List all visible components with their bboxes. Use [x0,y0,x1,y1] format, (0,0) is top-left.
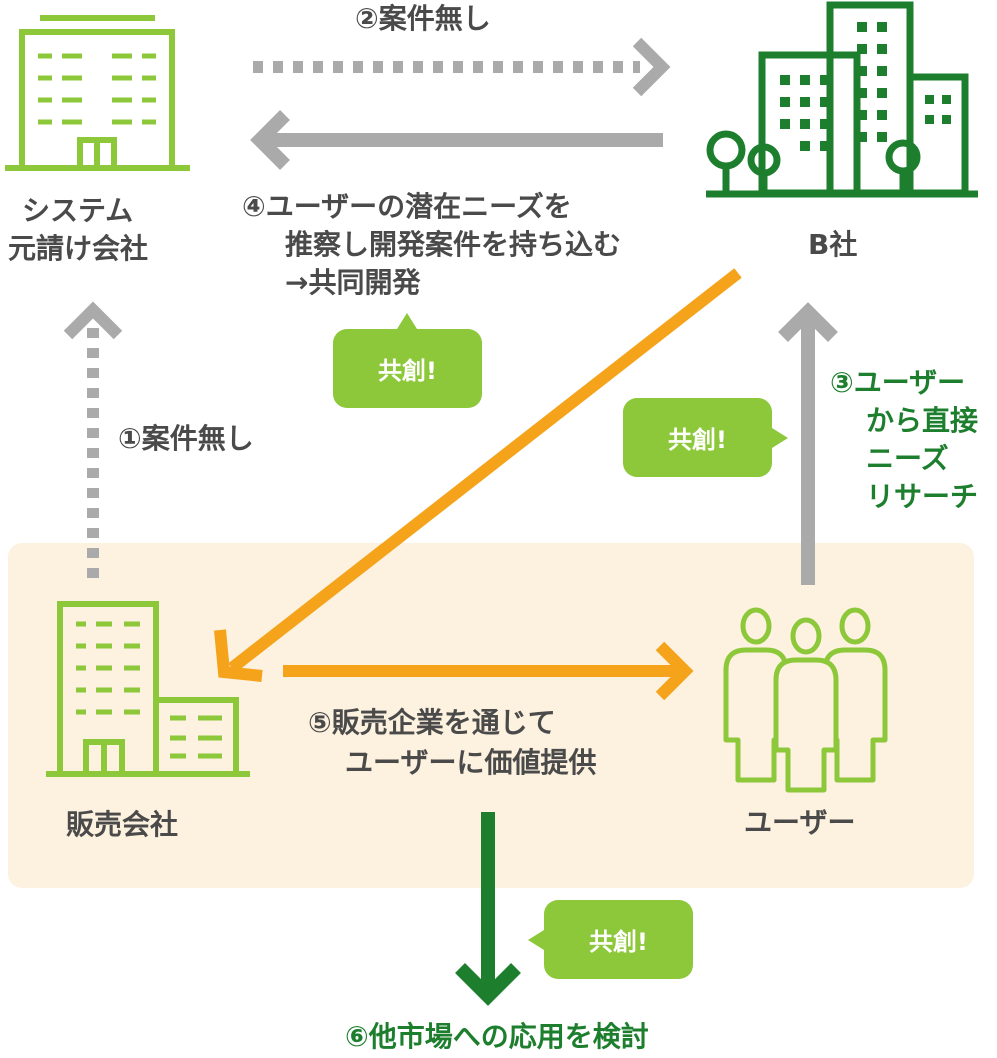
system-company-label-line2: 元請け会社 [8,232,149,265]
sales-company-label: 販売会社 [66,808,179,841]
city-buildings-icon [706,1,978,198]
step4-label-line1: ④ユーザーの潜在ニーズを [242,190,572,223]
system-company-label-line1: システム [22,194,134,227]
arrow-orange-diagonal [214,268,742,682]
step6-label: ⑥他市場への応用を検討 [345,1020,649,1053]
step3-label-line4: リサーチ [866,480,979,513]
arrow-step6 [455,812,521,1006]
step5-label-line1: ⑤販売企業を通じて [308,706,556,739]
step4-label-line2: 推察し開発案件を持ち込む [285,228,622,261]
step3-label-line2: から直接 [866,404,979,437]
kyoso-badge-bottom: 共創! [528,900,693,979]
arrow-step1 [63,301,123,578]
sales-user-panel [8,543,974,888]
step2-label: ②案件無し [355,2,491,35]
arrow-step4 [250,110,663,170]
arrow-step2 [253,37,671,97]
arrow-step5 [283,641,694,701]
step3-label-line1: ③ユーザー [830,366,966,399]
step5-label-line2: ユーザーに価値提供 [345,746,597,779]
city-windows [780,22,951,151]
step3-label-line3: ニーズ [866,442,949,475]
kyoso-badge-right: 共創! [623,398,788,477]
b-company-label: B社 [808,228,858,261]
sales-building-icon [46,601,250,777]
users-group-icon [723,607,888,793]
step1-label: ①案件無し [118,422,254,455]
step4-label-line3: →共同開発 [285,266,421,299]
kyoso-badge-top: 共創! [333,313,482,408]
users-label: ユーザー [744,806,856,839]
arrow-step3 [778,302,838,585]
office-building-icon [5,15,190,171]
